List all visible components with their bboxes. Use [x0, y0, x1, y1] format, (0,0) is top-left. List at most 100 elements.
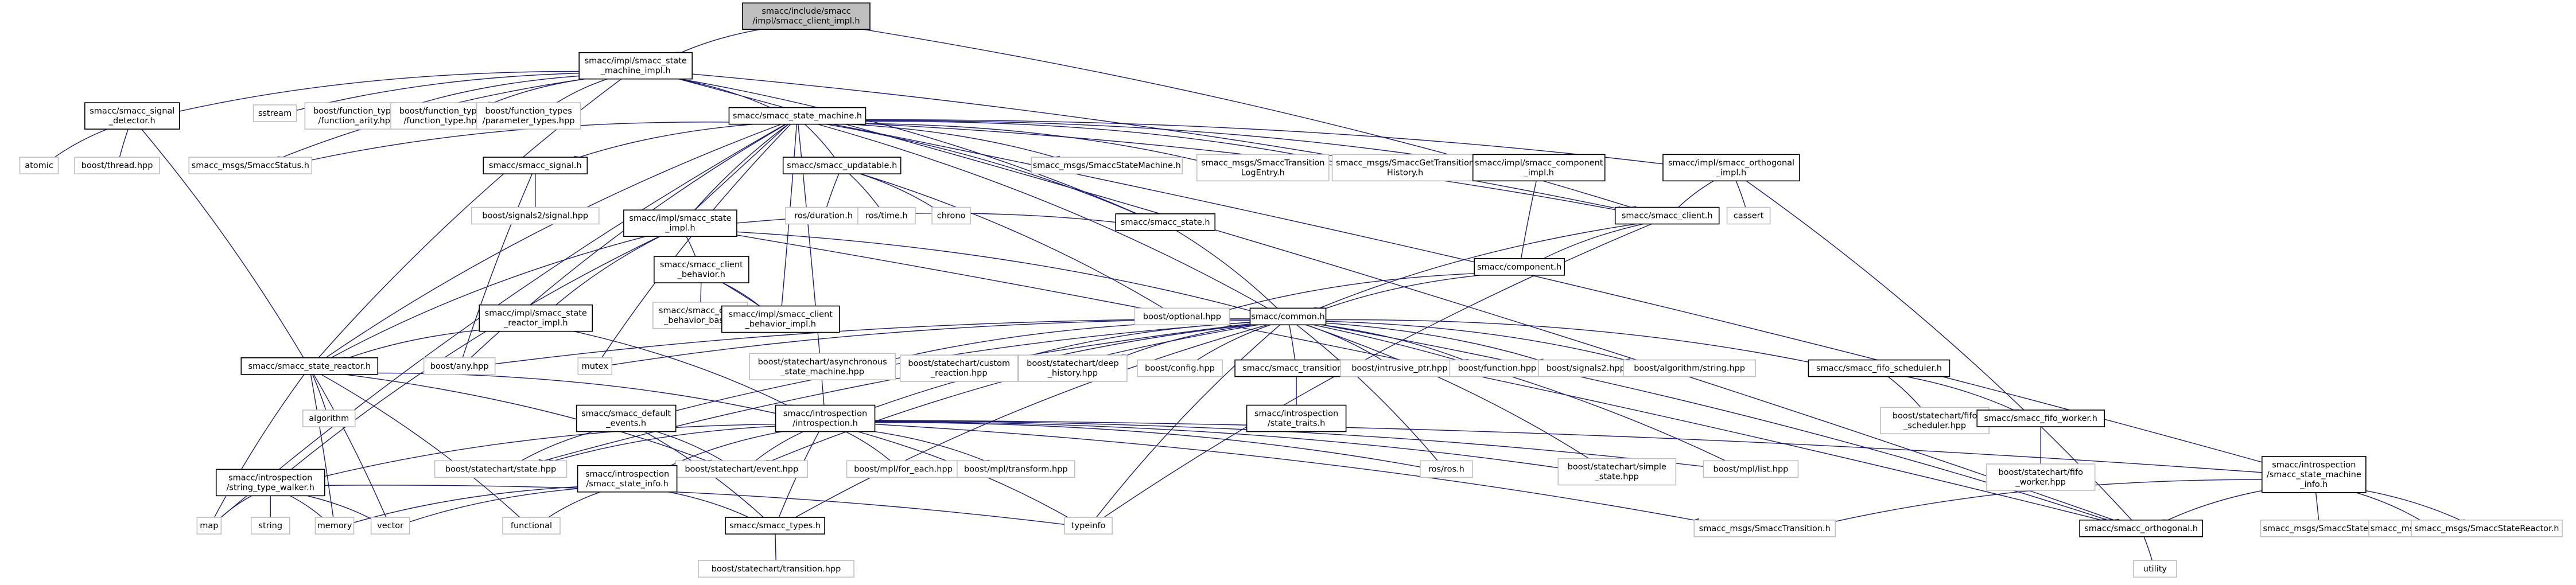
- node-box: [19, 157, 59, 174]
- edge-updatable-to-optional: [860, 173, 1169, 313]
- node-label-line: _impl.h: [665, 224, 695, 233]
- node-comp-impl[interactable]: smacc/impl/smacc_component_impl.h: [1472, 154, 1606, 182]
- node-label-line: smacc_msgs/SmaccStateReactor.h: [2415, 524, 2559, 533]
- node-state-traits[interactable]: smacc/introspection/state_traits.h: [1246, 404, 1347, 432]
- node-box: [2262, 455, 2367, 493]
- edge-client-to-typeinfo: [1098, 223, 1652, 522]
- node-label-line: boost/thread.hpp: [81, 161, 153, 170]
- edge-comp-impl-to-component: [1517, 181, 1537, 264]
- edge-sm-impl-to-client: [692, 73, 1621, 212]
- node-label-line: boost/mpl/list.hpp: [1714, 465, 1789, 474]
- node-cb-impl[interactable]: smacc/impl/smacc_client_behavior_impl.h: [721, 305, 840, 333]
- node-sm-impl[interactable]: smacc/impl/smacc_state_machine_impl.h: [578, 52, 693, 80]
- edge-smi-to-memory: [348, 486, 578, 527]
- node-label-line: memory: [317, 521, 352, 531]
- node-alg-string: boost/algorithm/string.hpp: [1623, 359, 1756, 377]
- node-orth-impl[interactable]: smacc/impl/smacc_orthogonal_impl.h: [1662, 154, 1800, 182]
- node-label-line: ros/time.h: [865, 212, 908, 221]
- node-typeinfo: typeinfo: [1064, 517, 1113, 535]
- node-trans-msg: smacc_msgs/SmaccTransition.h: [1693, 519, 1836, 537]
- node-component[interactable]: smacc/component.h: [1474, 258, 1565, 276]
- node-transition[interactable]: smacc/smacc_transition.h: [1234, 359, 1358, 377]
- node-label-line: smacc/smacc_client: [659, 306, 742, 315]
- node-root[interactable]: smacc/include/smacc/impl/smacc_client_im…: [742, 2, 871, 30]
- node-label-line: boost/mpl/for_each.hpp: [854, 465, 953, 474]
- node-sr[interactable]: smacc/smacc_state_reactor.h: [240, 357, 379, 375]
- edge-smi-to-functional: [543, 492, 601, 522]
- node-label-line: _impl.h: [1524, 168, 1554, 177]
- node-client[interactable]: smacc/smacc_client.h: [1614, 206, 1720, 225]
- edge-introspection-to-sc-event: [750, 431, 804, 466]
- node-sm[interactable]: smacc/smacc_state_machine.h: [728, 107, 867, 125]
- node-cassert: cassert: [1726, 206, 1771, 225]
- edge-sm-to-sm-msg: [849, 123, 1060, 161]
- node-signal[interactable]: smacc/smacc_signal.h: [483, 157, 588, 174]
- node-label-line: boost/any.hpp: [430, 362, 489, 371]
- edge-stw-to-typeinfo: [324, 485, 1070, 528]
- node-label-line: smacc/smacc_state.h: [1121, 218, 1210, 227]
- node-box: [1976, 410, 2105, 427]
- node-box: [2079, 519, 2203, 537]
- node-label-line: smacc/introspection: [228, 473, 312, 482]
- node-updatable[interactable]: smacc/smacc_updatable.h: [782, 157, 902, 174]
- node-smmi[interactable]: smacc/introspection/smacc_state_machine_…: [2262, 455, 2367, 493]
- node-box: [2133, 560, 2177, 578]
- node-box: [857, 206, 916, 225]
- node-orthogonal[interactable]: smacc/smacc_orthogonal.h: [2079, 519, 2203, 537]
- node-box: [576, 404, 677, 432]
- node-sig-detector[interactable]: smacc/smacc_signal_detector.h: [84, 102, 180, 130]
- node-label-line: /function_arity.hpp: [318, 116, 396, 126]
- node-box: [434, 460, 568, 478]
- node-label-line: smacc/common.h: [1251, 312, 1324, 321]
- edge-default-events-to-sc-event: [656, 431, 728, 466]
- node-label-line: _scheduler.hpp: [1903, 421, 1966, 430]
- edge-introspection-to-ros-ros: [875, 422, 1425, 471]
- node-box: [1420, 460, 1473, 478]
- node-box: [1246, 404, 1347, 432]
- node-sc-state: boost/statechart/state.hpp: [434, 460, 568, 478]
- node-introspection[interactable]: smacc/introspection/introspection.h: [775, 404, 876, 432]
- node-label-line: /smacc_state_info.h: [586, 479, 668, 489]
- node-box: [1538, 359, 1634, 377]
- node-state-impl[interactable]: smacc/impl/smacc_state_impl.h: [623, 209, 737, 237]
- node-box: [1808, 359, 1951, 377]
- node-box: [1249, 307, 1327, 326]
- node-label-line: sstream: [258, 109, 292, 118]
- node-state[interactable]: smacc/smacc_state.h: [1115, 213, 1216, 231]
- node-fifo-worker[interactable]: smacc/smacc_fifo_worker.h: [1976, 410, 2105, 427]
- edge-common-to-function: [1321, 324, 1469, 364]
- node-box: [1693, 519, 1836, 537]
- node-box: [725, 517, 825, 535]
- node-cb[interactable]: smacc/smacc_client_behavior.h: [654, 256, 749, 283]
- node-label-line: smacc/introspection: [783, 410, 867, 419]
- edge-fifo-to-fifo-sched-hpp: [1887, 376, 1926, 413]
- node-fifo[interactable]: smacc/smacc_fifo_scheduler.h: [1808, 359, 1951, 377]
- node-label-line: smacc/impl/smacc_orthogonal: [1668, 158, 1794, 167]
- node-smi[interactable]: smacc/introspection/smacc_state_info.h: [577, 465, 678, 493]
- edge-common-to-any: [490, 318, 1250, 368]
- edge-sm-to-smacc-status: [306, 122, 729, 164]
- edge-common-to-intrusive: [1306, 324, 1387, 365]
- node-ros-duration: ros/duration.h: [785, 206, 862, 225]
- node-algorithm: algorithm: [302, 410, 356, 427]
- node-box: [1986, 463, 2096, 491]
- node-intrusive: boost/intrusive_ptr.hpp: [1340, 359, 1459, 377]
- edge-component-to-optional: [1224, 273, 1475, 314]
- node-label-line: _info.h: [2299, 480, 2328, 489]
- node-common[interactable]: smacc/common.h: [1249, 307, 1327, 326]
- node-box: [899, 354, 1019, 382]
- node-sm-msg: smacc_msgs/SmaccStateMachine.h: [1031, 157, 1183, 174]
- node-sr-impl[interactable]: smacc/impl/smacc_state_reactor_impl.h: [479, 304, 593, 332]
- node-custom-react: boost/statechart/custom_reaction.hpp: [899, 354, 1019, 382]
- node-label-line: string: [258, 521, 282, 531]
- node-stw[interactable]: smacc/introspection/string_type_walker.h: [215, 469, 325, 497]
- edge-sr-to-functional: [321, 374, 525, 522]
- node-default-events[interactable]: smacc/smacc_default_events.h: [576, 404, 677, 432]
- node-box: [957, 460, 1075, 478]
- node-box: [1726, 206, 1771, 225]
- node-mpl-list: boost/mpl/list.hpp: [1703, 460, 1799, 478]
- edge-common-to-simple-state: [1305, 324, 1595, 463]
- node-types[interactable]: smacc/smacc_types.h: [725, 517, 825, 535]
- node-label-line: smacc/impl/smacc_state: [485, 309, 587, 318]
- node-box: [74, 157, 160, 174]
